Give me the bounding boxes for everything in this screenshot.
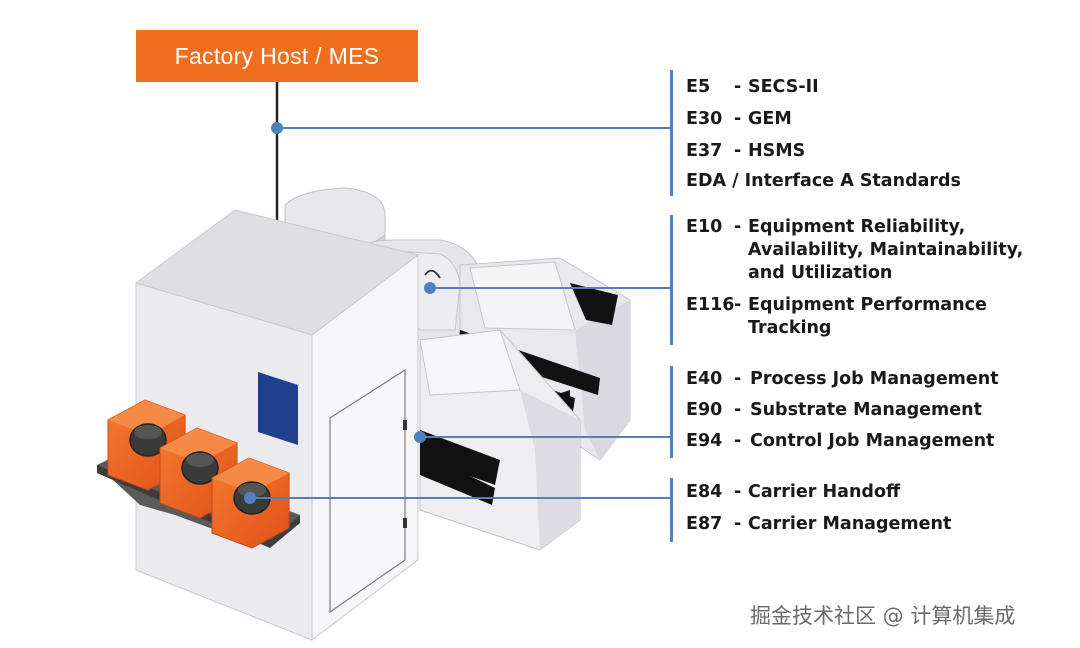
standard-desc: GEM [748,109,792,129]
standard-desc-line-2: Tracking [748,318,832,338]
connector-dot-process [414,431,426,443]
standard-code: E5 [686,77,711,97]
load-port [97,399,300,549]
standard-desc: Carrier Management [748,514,952,534]
standard-code: E87 [686,514,723,534]
watermark-text: 掘金技术社区 @ 计算机集成 [750,604,1016,628]
standard-dash: - [734,77,742,97]
factory-host-box: Factory Host / MES [136,30,418,82]
standard-dash: - [734,109,742,129]
process-modules [419,257,631,551]
bracket-group-4 [670,478,673,542]
standard-desc-line-2: Availability, Maintainability, [748,240,1024,260]
bracket-group-3 [670,366,673,458]
cabinet-door [329,368,406,614]
standard-desc: Carrier Handoff [748,482,901,502]
standard-code: E94 [686,431,723,451]
cabinet-window [258,372,298,445]
connectors [244,122,671,504]
connector-dot-robot [424,282,436,294]
standard-code: E30 [686,109,723,129]
standard-code: E90 [686,400,723,420]
connector-dot-host [271,122,283,134]
standard-dash: - [734,369,742,389]
bracket-group-1 [670,70,673,196]
standard-code: E10 [686,217,723,237]
connector-dot-carrier [244,492,256,504]
standard-dash: - [734,482,742,502]
standard-desc: HSMS [748,141,806,161]
standard-full-label: EDA / Interface A Standards [686,171,961,191]
standard-dash: - [734,431,742,451]
standard-desc: Substrate Management [750,400,982,420]
standard-code: E37 [686,141,723,161]
factory-host-label: Factory Host / MES [174,42,380,69]
standard-desc: SECS-II [748,77,819,97]
standard-desc-line-3: and Utilization [748,263,893,283]
standard-dash: - [734,295,742,315]
standard-desc-line-1: Equipment Performance [748,295,987,315]
standard-code: E40 [686,369,723,389]
standard-dash: - [734,400,742,420]
standard-dash: - [734,514,742,534]
standard-dash: - [734,217,742,237]
standard-desc: Control Job Management [750,431,995,451]
standard-code: E84 [686,482,723,502]
equipment-cabinet [134,209,420,642]
standard-desc-line-1: Equipment Reliability, [748,217,966,237]
standard-desc: Process Job Management [750,369,999,389]
standard-code: E116 [686,295,735,315]
standard-dash: - [734,141,742,161]
bracket-group-2 [670,215,673,345]
